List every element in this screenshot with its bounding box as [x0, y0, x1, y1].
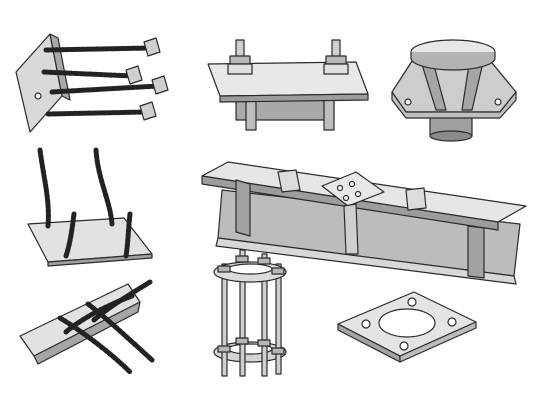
steel-i-beam-with-gusset-plates-icon: [201, 161, 527, 285]
base-plate-with-anchor-bolts-icon: [207, 39, 369, 131]
embedded-plate-with-angled-rebar-anchors-icon: [15, 33, 169, 133]
embedded-plate-with-bent-rebar-icon: [27, 147, 153, 267]
anchor-bolt-cage-assembly-icon: [213, 249, 287, 377]
angled-plate-with-crossed-rebar-icon: [19, 279, 155, 375]
square-ring-flange-plate-icon: [337, 291, 477, 363]
column-base-capital-icon: [391, 39, 517, 142]
